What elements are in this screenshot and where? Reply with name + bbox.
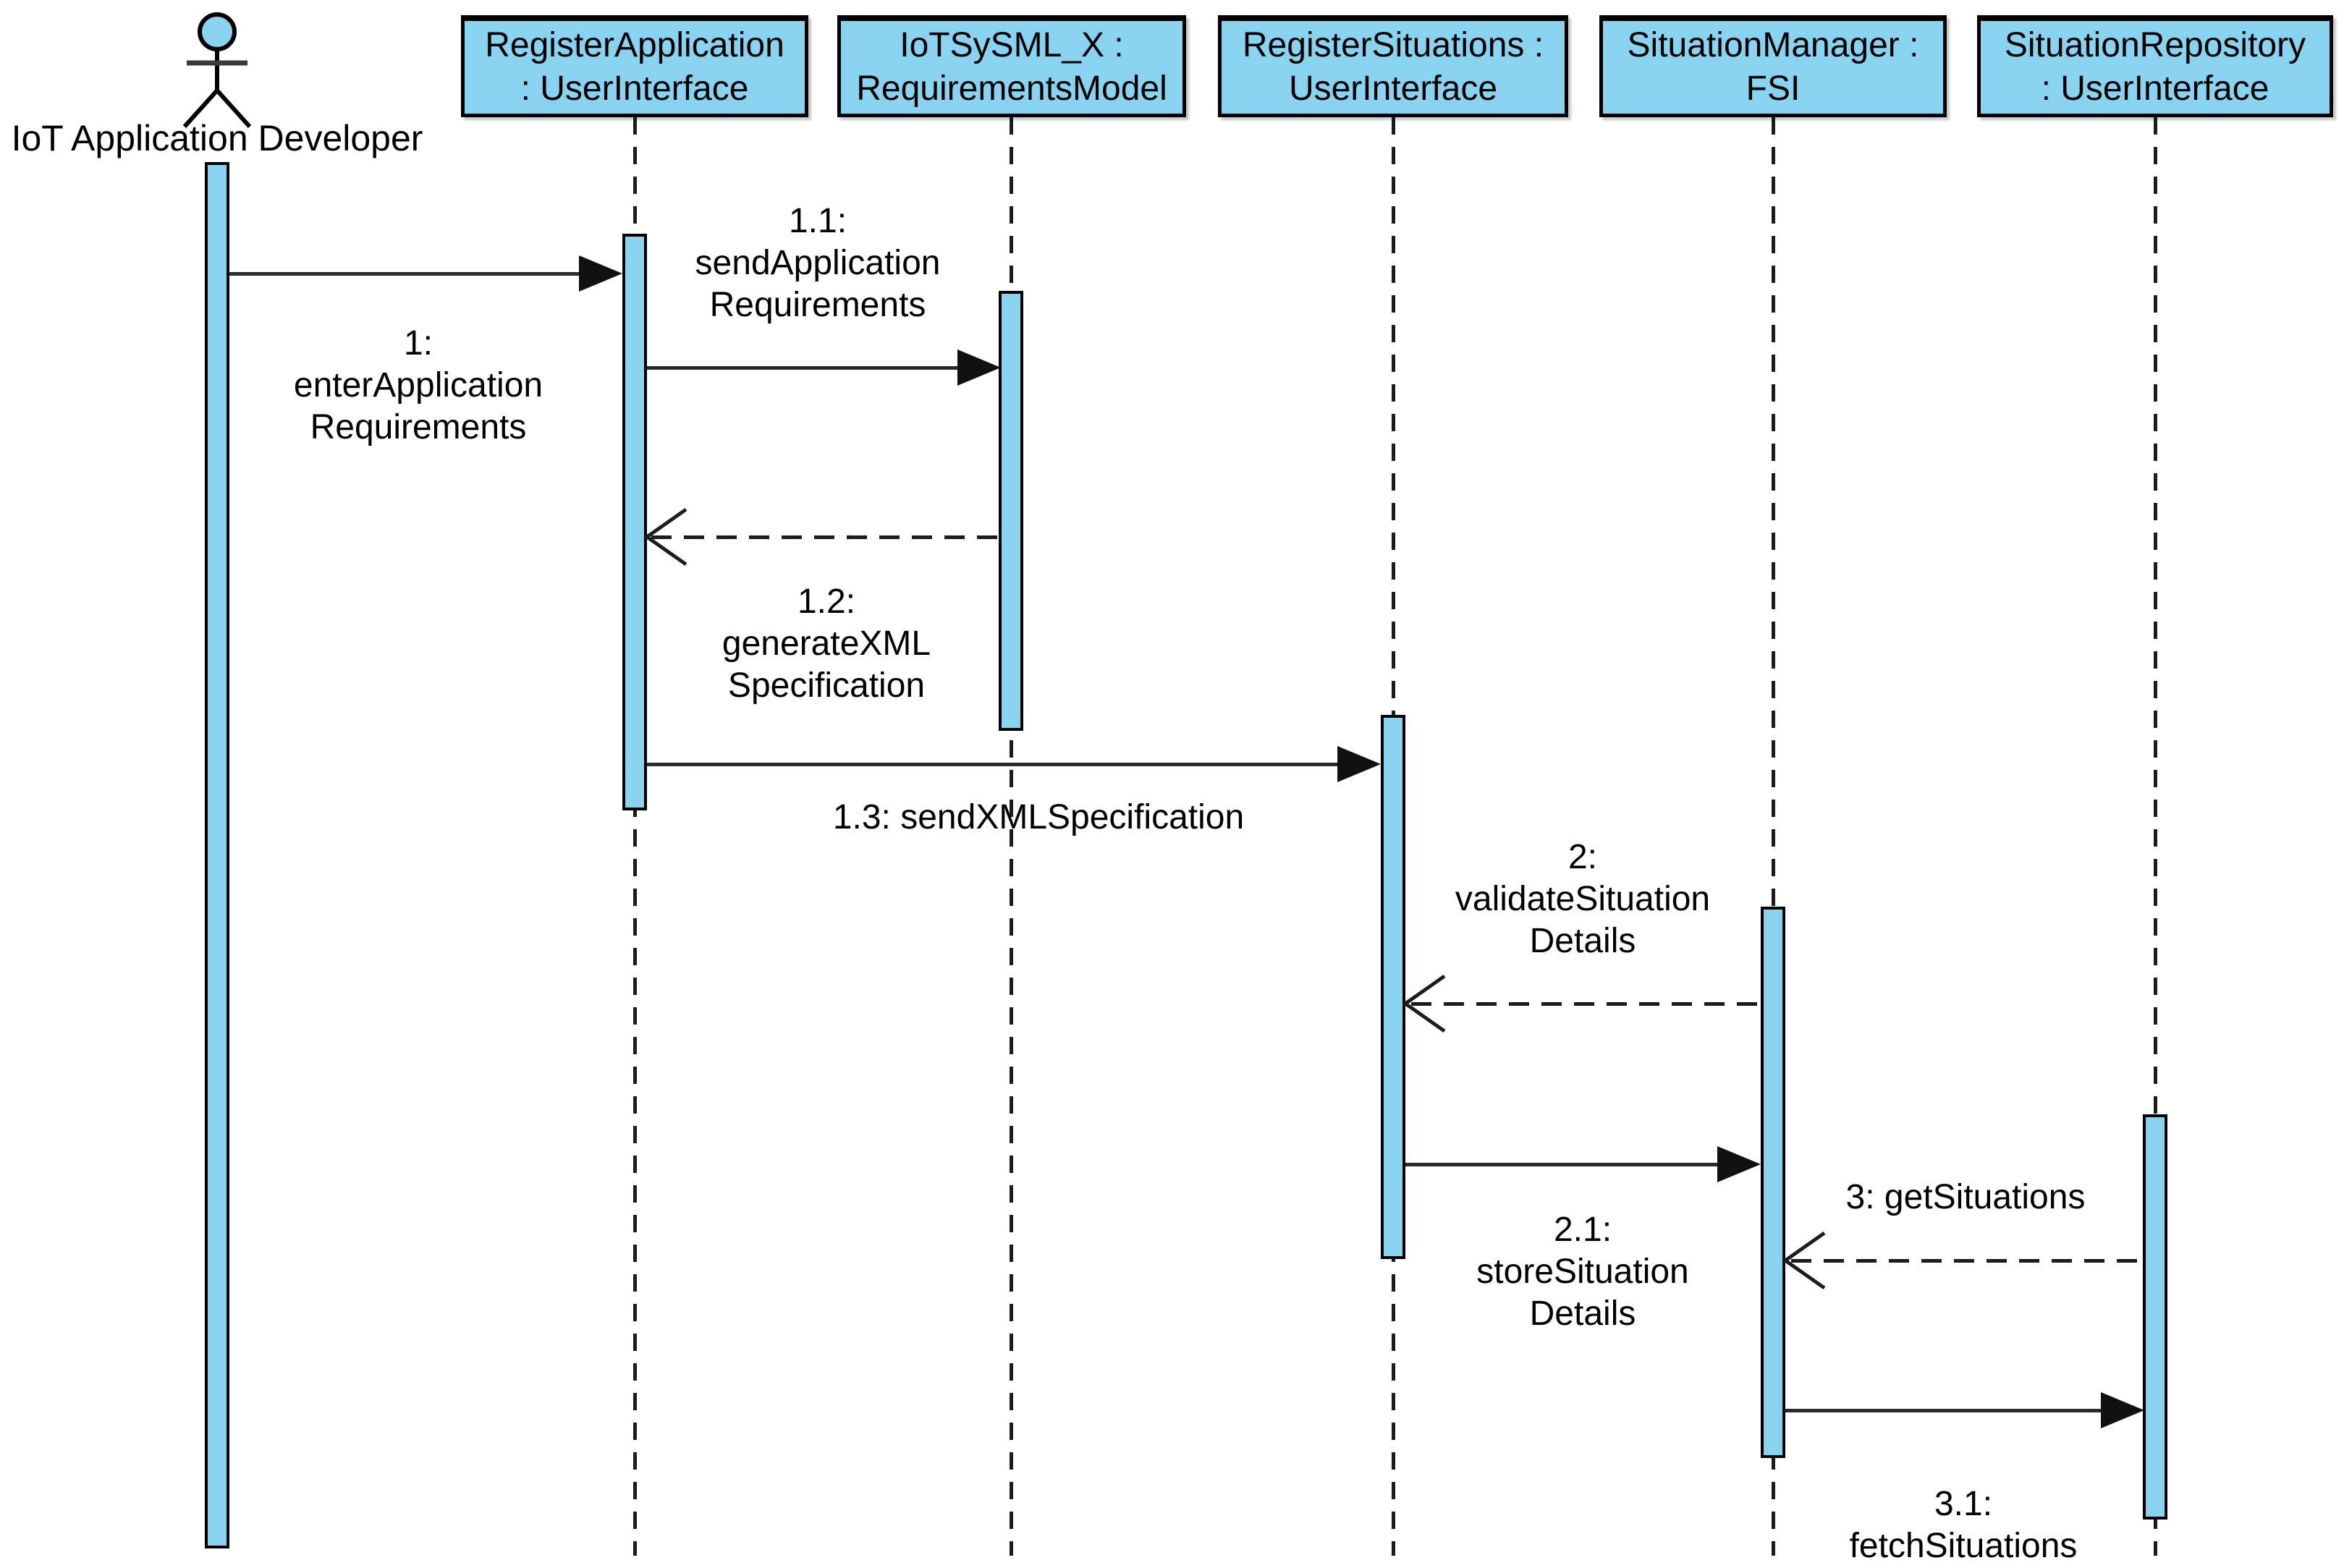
message-label-line: 1.3: sendXMLSpecification xyxy=(832,798,1245,836)
activation-bar-registerapplication xyxy=(622,234,647,810)
message-label-line: 2.1: xyxy=(1553,1211,1612,1249)
participant-name-line: FSI xyxy=(1746,69,1801,108)
message-label-line: generateXML xyxy=(722,624,931,663)
participant-name-line: IoTSySML_X : xyxy=(900,26,1124,64)
message-line-2 xyxy=(1411,1002,1761,1006)
message-label-line: 2: xyxy=(1567,838,1598,876)
message-label-line: Requirements xyxy=(310,408,527,446)
lifeline-situationmanager xyxy=(1772,117,1775,1556)
message-label-line: Specification xyxy=(727,666,926,705)
message-label-line: Requirements xyxy=(709,286,926,324)
message-line-2-1 xyxy=(1405,1163,1719,1166)
message-label-1-3: 1.3: sendXMLSpecification xyxy=(833,797,1244,839)
message-line-3-1 xyxy=(1785,1409,2103,1412)
participant-name-line: : UserInterface xyxy=(2041,69,2269,108)
message-label-1-1: 1.1: sendApplication Requirements xyxy=(695,200,941,326)
participant-name-line: RegisterSituations : xyxy=(1242,26,1544,64)
message-label-line: fetchSituations xyxy=(1849,1527,2078,1565)
message-arrowhead-2 xyxy=(1402,974,1446,1033)
activation-bar-iotsysml-x xyxy=(999,291,1023,731)
message-arrowhead-1 xyxy=(579,255,622,292)
participant-name-line: SituationRepository xyxy=(2004,26,2306,64)
actor-label: IoT Application Developer xyxy=(11,118,423,158)
activation-bar-situationrepository xyxy=(2143,1114,2167,1520)
participant-box-iotsysml-x: IoTSySML_X : RequirementsModel xyxy=(837,15,1186,117)
message-label-1-2: 1.2: generateXML Specification xyxy=(722,581,931,707)
message-label-2-1: 2.1: storeSituation Details xyxy=(1476,1209,1689,1335)
message-arrowhead-1-3 xyxy=(1337,746,1381,782)
message-line-1-1 xyxy=(647,366,960,370)
message-arrowhead-1-1 xyxy=(957,349,1001,386)
message-label-3-1: 3.1: fetchSituations xyxy=(1850,1483,2078,1567)
participant-name-line: SituationManager : xyxy=(1627,26,1919,64)
message-line-1 xyxy=(229,272,582,276)
message-label-line: Details xyxy=(1529,1294,1636,1333)
message-label-line: Details xyxy=(1529,922,1636,960)
participant-box-registerapplication: RegisterApplication : UserInterface xyxy=(461,15,808,117)
message-label-line: enterApplication xyxy=(293,366,543,404)
message-arrowhead-2-1 xyxy=(1717,1146,1761,1182)
lifeline-iotsysml-x xyxy=(1010,117,1013,1556)
participant-name-line: RegisterApplication xyxy=(485,26,784,64)
message-label-line: 1: xyxy=(403,324,433,363)
participant-box-registersituations: RegisterSituations : UserInterface xyxy=(1218,15,1568,117)
message-line-3 xyxy=(1791,1259,2144,1263)
message-label-line: 3.1: xyxy=(1934,1485,1993,1523)
actor-stick-figure-icon xyxy=(182,12,252,129)
message-line-1-3 xyxy=(647,763,1340,766)
activation-bar-registersituations xyxy=(1381,715,1405,1259)
message-line-1-2 xyxy=(651,535,1001,539)
activation-bar-actor xyxy=(205,162,229,1548)
lifeline-registerapplication xyxy=(633,117,637,1556)
participant-name-line: RequirementsModel xyxy=(856,69,1167,108)
message-label-line: 1.1: xyxy=(788,202,847,240)
message-label-line: 1.2: xyxy=(797,582,856,621)
lifeline-situationrepository xyxy=(2154,117,2157,1556)
participant-name-line: UserInterface xyxy=(1288,69,1498,108)
participant-name-line: : UserInterface xyxy=(520,69,749,108)
message-label-line: sendApplication xyxy=(695,244,941,282)
message-arrowhead-3 xyxy=(1782,1231,1826,1290)
message-label-1: 1: enterApplication Requirements xyxy=(294,323,543,449)
message-label-line: storeSituation xyxy=(1476,1253,1689,1291)
participant-box-situationrepository: SituationRepository : UserInterface xyxy=(1977,15,2333,117)
message-arrowhead-3-1 xyxy=(2101,1392,2144,1428)
activation-bar-situationmanager xyxy=(1761,907,1785,1458)
message-label-2: 2: validateSituation Details xyxy=(1455,836,1710,962)
participant-box-situationmanager: SituationManager : FSI xyxy=(1599,15,1947,117)
message-arrowhead-1-2 xyxy=(643,507,687,567)
message-label-line: 3: getSituations xyxy=(1845,1178,2086,1216)
message-label-3: 3: getSituations xyxy=(1846,1177,2086,1219)
message-label-line: validateSituation xyxy=(1455,880,1711,918)
